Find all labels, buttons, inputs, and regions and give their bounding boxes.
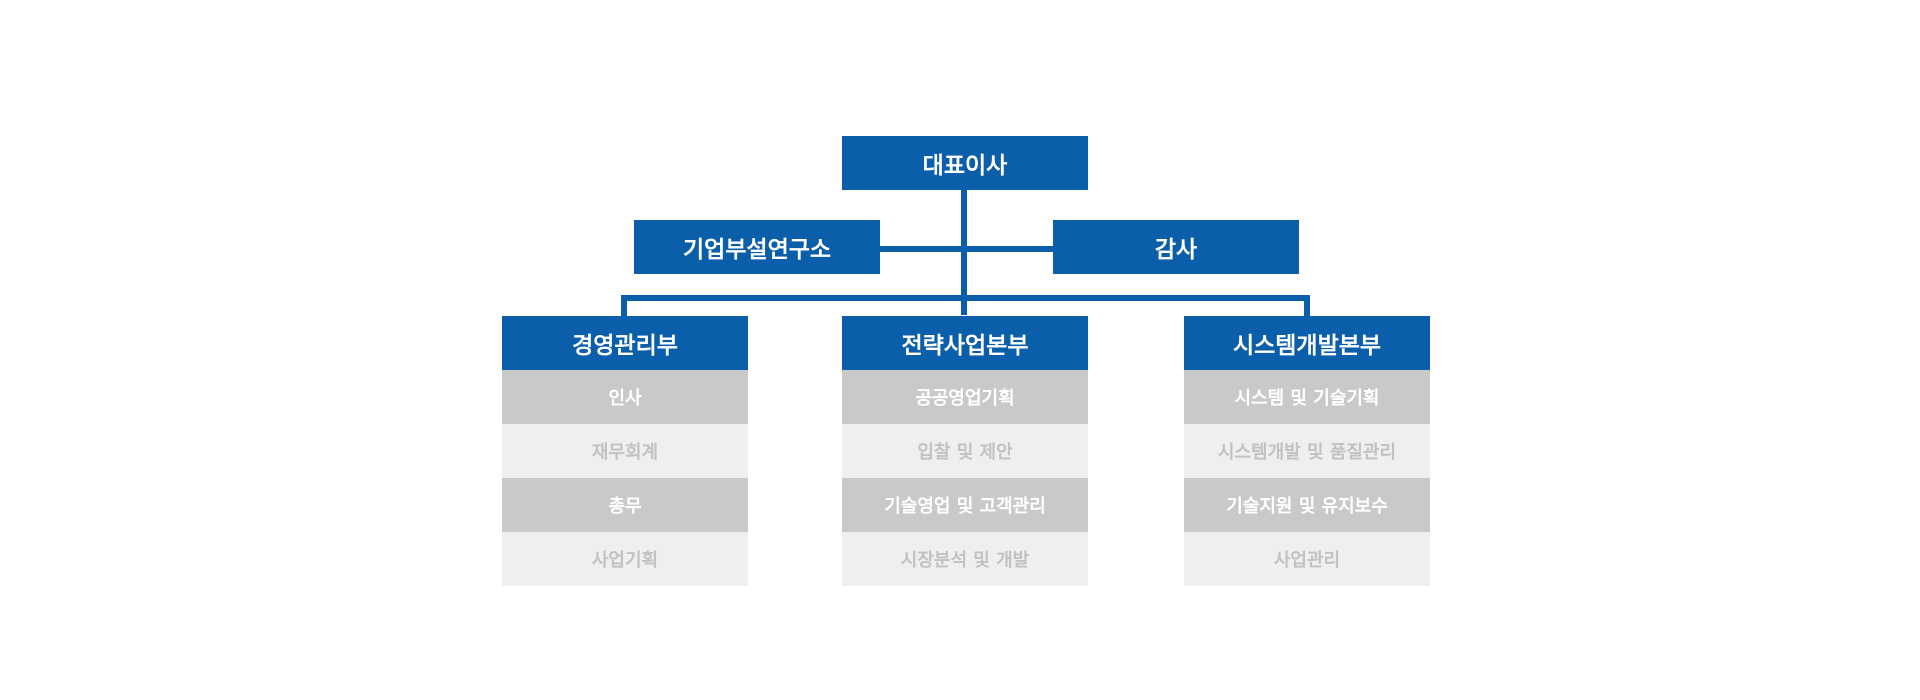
department-item: 인사 <box>502 370 748 424</box>
department-item: 총무 <box>502 478 748 532</box>
department-item: 사업기획 <box>502 532 748 586</box>
connector-vertical-main <box>961 190 967 315</box>
ceo-box: 대표이사 <box>842 136 1088 190</box>
connector-audit <box>961 246 1055 252</box>
department-item: 기술지원 및 유지보수 <box>1184 478 1430 532</box>
department-management: 경영관리부 인사 재무회계 총무 사업기획 <box>502 316 748 586</box>
department-item: 기술영업 및 고객관리 <box>842 478 1088 532</box>
connector-horizontal-depts <box>621 295 1310 301</box>
research-lab-box: 기업부설연구소 <box>634 220 880 274</box>
department-strategy: 전략사업본부 공공영업기획 입찰 및 제안 기술영업 및 고객관리 시장분석 및… <box>842 316 1088 586</box>
department-item: 공공영업기획 <box>842 370 1088 424</box>
department-item: 재무회계 <box>502 424 748 478</box>
department-item: 시스템 및 기술기획 <box>1184 370 1430 424</box>
department-item: 시장분석 및 개발 <box>842 532 1088 586</box>
connector-dept-3 <box>1304 295 1310 317</box>
department-title: 전략사업본부 <box>842 316 1088 370</box>
department-item: 사업관리 <box>1184 532 1430 586</box>
audit-box: 감사 <box>1053 220 1299 274</box>
department-title: 경영관리부 <box>502 316 748 370</box>
department-item: 입찰 및 제안 <box>842 424 1088 478</box>
connector-dept-1 <box>621 295 627 317</box>
department-system-dev: 시스템개발본부 시스템 및 기술기획 시스템개발 및 품질관리 기술지원 및 유… <box>1184 316 1430 586</box>
department-title: 시스템개발본부 <box>1184 316 1430 370</box>
connector-lab <box>879 246 965 252</box>
department-item: 시스템개발 및 품질관리 <box>1184 424 1430 478</box>
